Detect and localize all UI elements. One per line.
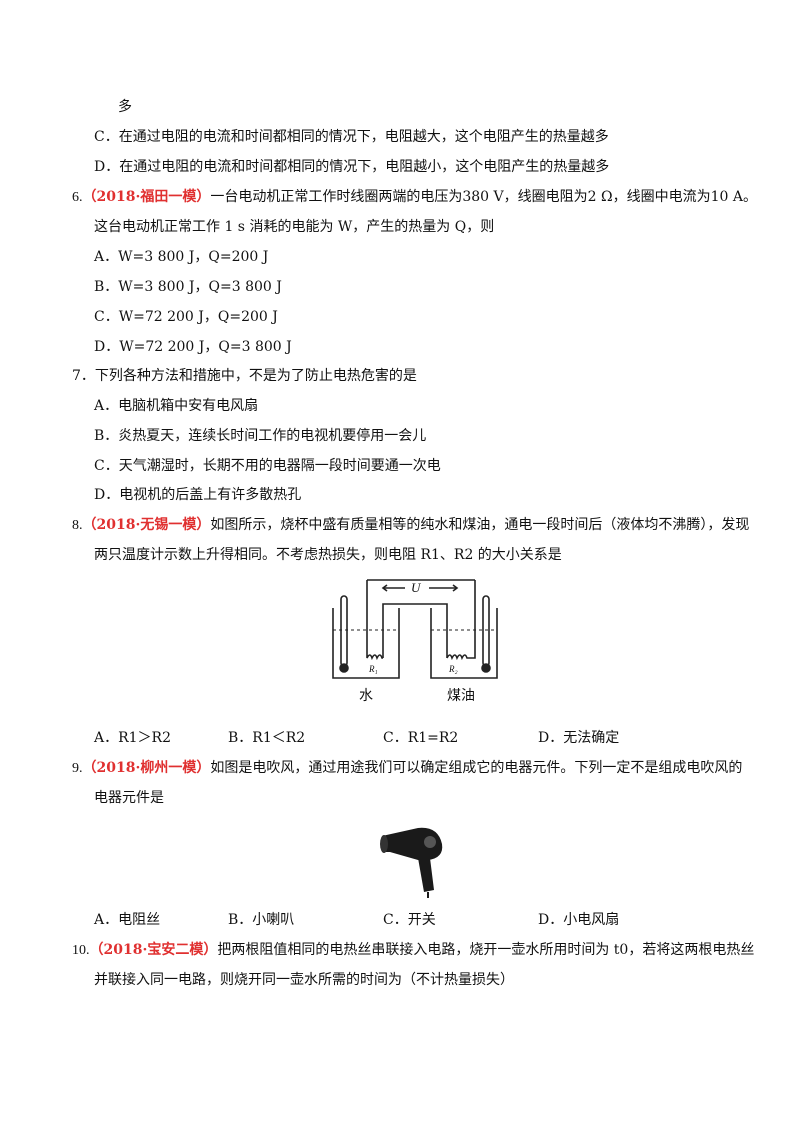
q9-stem-line1: 9.（2018·柳州一模）如图是电吹风，通过用途我们可以确定组成它的电器元件。下… bbox=[72, 758, 742, 779]
q6-stem-text: 一台电动机正常工作时线圈两端的电压为380 V，线圈电阻为2 Ω，线圈中电流为1… bbox=[210, 189, 757, 205]
q7-option-b: B．炎热夏天，连续长时间工作的电视机要停用一会儿 bbox=[94, 428, 427, 444]
q6-option-b: B．W=3 800 J，Q=3 800 J bbox=[94, 279, 282, 295]
middle-wire bbox=[382, 603, 448, 658]
q7-stem: 7．下列各种方法和措施中，不是为了防止电热危害的是 bbox=[72, 368, 417, 384]
fig-label-water: 水 bbox=[359, 688, 373, 704]
q9-number: 9. bbox=[72, 761, 83, 776]
left-beaker bbox=[332, 608, 400, 679]
dryer-handle bbox=[418, 858, 434, 892]
q8-number: 8. bbox=[72, 518, 83, 533]
q10-source-tag: （2018·宝安二模） bbox=[89, 942, 218, 958]
q6-option-a: A．W=3 800 J，Q=200 J bbox=[94, 249, 269, 265]
q9-option-d: D．小电风扇 bbox=[538, 912, 620, 928]
q5-option-d: D．在通过电阻的电流和时间都相同的情况下，电阻越小，这个电阻产生的热量越多 bbox=[94, 159, 610, 175]
q5-option-c: C．在通过电阻的电流和时间都相同的情况下，电阻越大，这个电阻产生的热量越多 bbox=[94, 129, 609, 145]
q8-stem-text: 如图所示，烧杯中盛有质量相等的纯水和煤油，通电一段时间后（液体均不沸腾），发现 bbox=[210, 517, 750, 533]
q9-option-a: A．电阻丝 bbox=[94, 912, 161, 928]
q8-stem-line2: 两只温度计示数上升得相同。不考虑热损失，则电阻 R1、R2 的大小关系是 bbox=[94, 547, 562, 563]
fig-label-oil: 煤油 bbox=[447, 688, 475, 704]
thermometer-right bbox=[482, 595, 490, 667]
resistor-coil-right bbox=[446, 628, 476, 661]
fig-label-r2: R₂ bbox=[448, 664, 458, 674]
q6-stem-line1: 6.（2018·福田一模）一台电动机正常工作时线圈两端的电压为380 V，线圈电… bbox=[72, 187, 757, 208]
fig-label-r1: R₁ bbox=[368, 664, 378, 674]
q8-source-tag: （2018·无锡一模） bbox=[82, 517, 211, 533]
q6-number: 6. bbox=[72, 190, 83, 205]
q8-option-a: A．R1＞R2 bbox=[94, 730, 172, 746]
q9-stem-text: 如图是电吹风，通过用途我们可以确定组成它的电器元件。下列一定不是组成电吹风的 bbox=[210, 760, 743, 776]
thermometer-left bbox=[340, 595, 348, 667]
q9-option-b: B．小喇叭 bbox=[228, 912, 295, 928]
q8-option-d: D．无法确定 bbox=[538, 730, 620, 746]
q7-option-a: A．电脑机箱中安有电风扇 bbox=[94, 398, 259, 414]
q5-continuation: 多 bbox=[118, 99, 132, 115]
q8-option-b: B．R1＜R2 bbox=[228, 730, 306, 746]
q7-option-c: C．天气潮湿时，长期不用的电器隔一段时间要通一次电 bbox=[94, 458, 441, 474]
q8-stem-line1: 8.（2018·无锡一模）如图所示，烧杯中盛有质量相等的纯水和煤油，通电一段时间… bbox=[72, 515, 749, 536]
right-beaker bbox=[430, 608, 498, 679]
q6-source-tag: （2018·福田一模） bbox=[82, 189, 211, 205]
q10-stem-text: 把两根阻值相同的电热丝串联接入电路，烧开一壶水所用时间为 t0，若将这两根电热丝 bbox=[217, 942, 755, 958]
q6-stem-line2: 这台电动机正常工作 1 s 消耗的电能为 W，产生的热量为 Q，则 bbox=[94, 219, 495, 235]
q10-number: 10. bbox=[72, 943, 90, 958]
q10-stem-line2: 并联接入同一电路，则烧开同一壶水所需的时间为（不计热量损失） bbox=[94, 972, 514, 988]
q6-option-c: C．W=72 200 J，Q=200 J bbox=[94, 309, 278, 325]
beaker-circuit-figure: U R₁ R₂ 水 煤油 bbox=[332, 579, 498, 704]
hair-dryer-figure bbox=[380, 827, 443, 898]
q9-option-c: C．开关 bbox=[383, 912, 436, 928]
q7-option-d: D．电视机的后盖上有许多散热孔 bbox=[94, 487, 302, 503]
q6-option-d: D．W=72 200 J，Q=3 800 J bbox=[94, 339, 292, 355]
q9-stem-line2: 电器元件是 bbox=[94, 790, 164, 806]
fig-label-u: U bbox=[411, 580, 422, 595]
q9-source-tag: （2018·柳州一模） bbox=[82, 760, 211, 776]
q10-stem-line1: 10.（2018·宝安二模）把两根阻值相同的电热丝串联接入电路，烧开一壶水所用时… bbox=[72, 940, 754, 961]
dryer-body bbox=[382, 827, 443, 860]
q8-option-c: C．R1=R2 bbox=[383, 730, 459, 746]
resistor-coil-left bbox=[366, 628, 383, 661]
